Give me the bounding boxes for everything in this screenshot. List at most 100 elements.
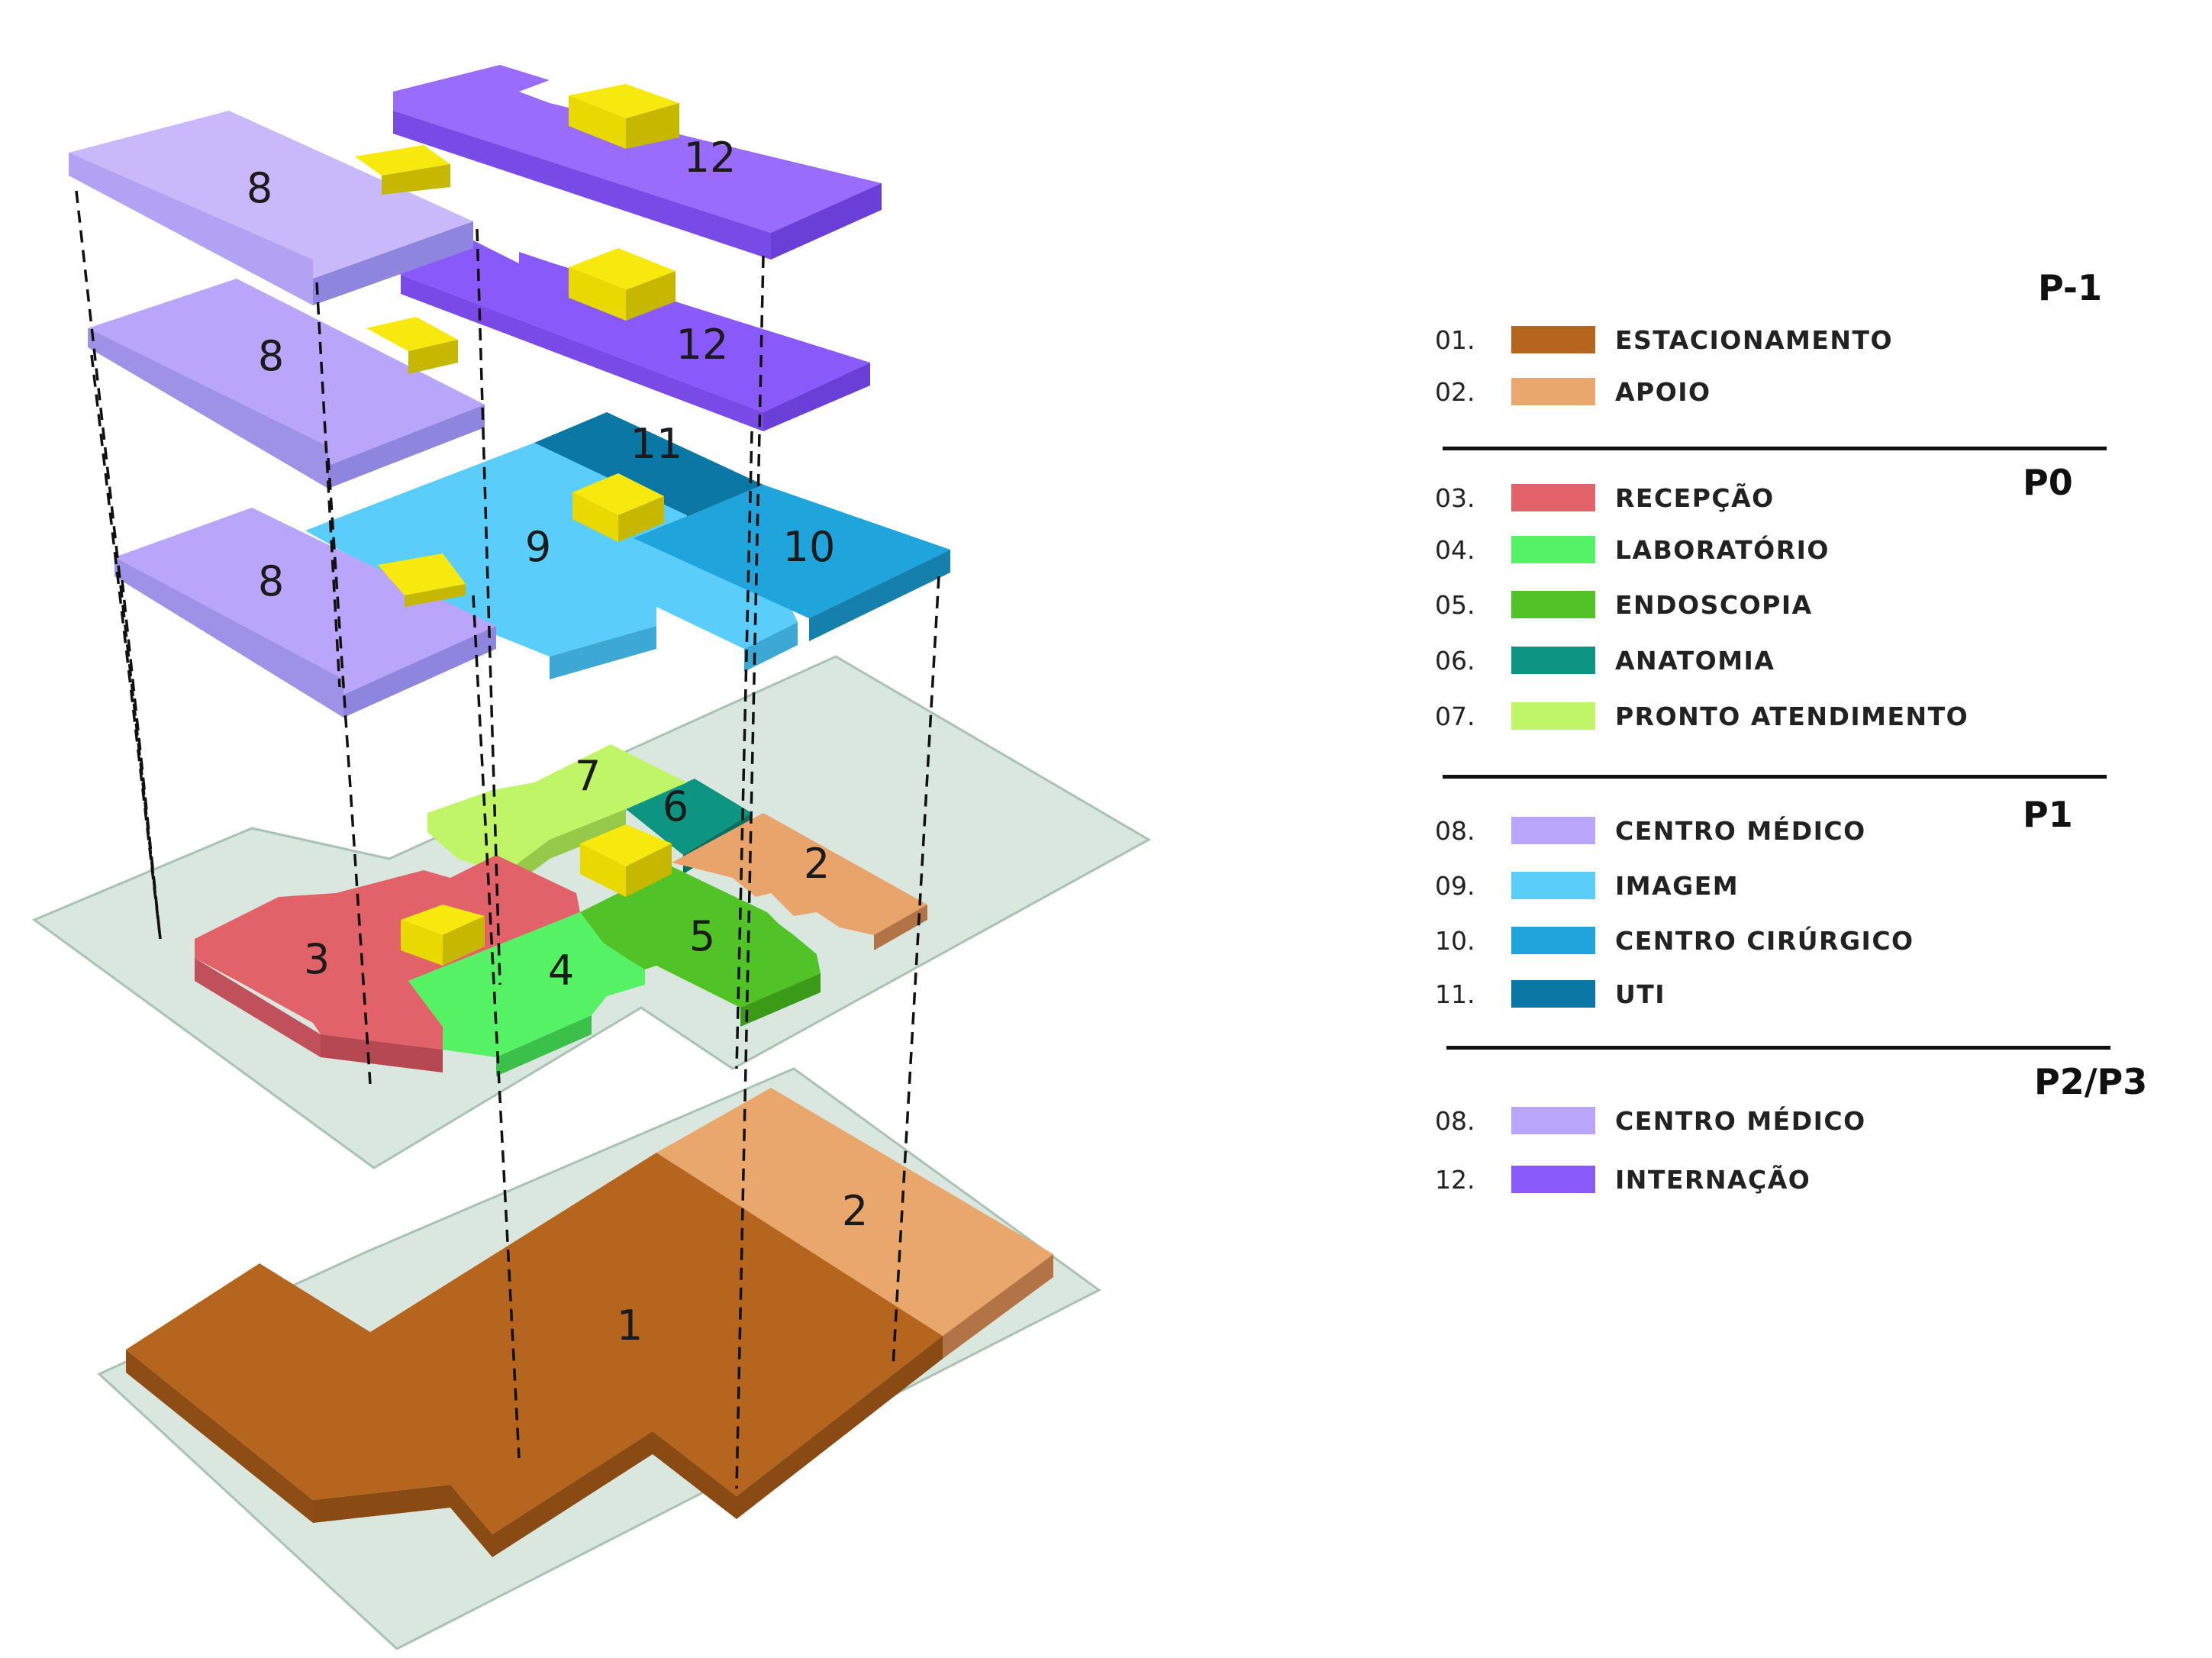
leader-line [90,354,162,940]
legend-label: IMAGEM [1615,870,1740,901]
core-p0-b-front [401,920,443,966]
legend-swatch-anatomia [1511,647,1595,674]
legend-item: 07. PRONTO ATENDIMENTO [1435,701,1969,731]
level-p-1: 1 2 [97,1067,1101,1650]
leader-line [735,255,765,1489]
legend-number: 09. [1435,870,1475,901]
zone-label-5: 5 [689,912,715,960]
leader-line [315,282,341,688]
legend-label: PRONTO ATENDIMENTO [1615,701,1969,731]
legend-level-p1: P1 [2023,794,2073,835]
estacionamento-side [126,1350,313,1523]
zone-label-11: 11 [630,420,683,468]
legend-swatch-centro-medico [1511,1107,1595,1134]
legend-swatch-recepcao [1511,484,1595,511]
internacao-p3-side [771,183,882,260]
leader-line [892,576,940,1367]
legend-swatch-estacionamento [1511,326,1595,353]
endoscopia-zone [580,866,821,1008]
core-p1-b-side [405,584,466,607]
legend-label: CENTRO MÉDICO [1615,815,1866,846]
legend-swatch-apoio [1511,378,1595,405]
legend-number: 06. [1435,645,1475,676]
core-p3-b [569,84,679,118]
legend-number: 12. [1435,1164,1475,1195]
legend-level-p0: P0 [2023,462,2073,503]
legend-divider [1446,1046,2110,1050]
internacao-zone-p3 [393,65,882,233]
recepcao-side [321,1034,443,1073]
internacao-p2-side [763,363,870,431]
core-p1-a-side [618,496,664,542]
apoio-p0-side [874,905,927,950]
centro-medico-p1-side [343,626,496,718]
laboratorio-zone [408,912,645,1057]
zone-label-12-p2: 12 [676,321,729,369]
legend-swatch-centro-medico [1511,817,1595,844]
zone-label-4: 4 [548,947,574,995]
legend-number: 03. [1435,482,1475,513]
imagem-side [550,626,656,679]
legend-item: 08. CENTRO MÉDICO [1435,815,1866,846]
core-p2-b-side [626,271,676,321]
zone-label-6: 6 [663,782,688,831]
legend-swatch-centro-cirurgico [1511,927,1595,954]
recepcao-side-2 [195,958,321,1057]
centro-medico-zone-p2 [88,279,485,466]
legend-divider [1443,447,2107,450]
centro-medico-p2-front [88,328,328,489]
zone-label-2-p-1: 2 [842,1187,868,1235]
legend-label: UTI [1615,979,1666,1009]
zone-label-1: 1 [617,1302,643,1350]
legend-item: 08. CENTRO MÉDICO [1435,1105,1866,1136]
zone-label-9: 9 [525,523,551,571]
legend-item: 12. INTERNAÇÃO [1435,1164,1811,1195]
legend-level-p-1: P-1 [2038,267,2103,308]
imagem-zone-top [305,443,798,656]
legend-swatch-imagem [1511,872,1595,899]
core-p1-a-front [572,492,618,542]
level-p1: 8 9 10 11 [114,412,950,718]
zone-label-8-p3: 8 [247,164,272,212]
core-p2-b-front [569,267,626,321]
zone-label-8-p1: 8 [258,557,284,605]
zone-label-8-p2: 8 [258,332,284,380]
leader-line [472,595,521,1459]
core-p0-a-front [580,844,626,897]
pronto-atendimento-zone [427,744,687,874]
legend-swatch-pronto-atendimento [1511,702,1595,730]
recepcao-zone [195,855,580,1050]
legend-item: 10. CENTRO CIRÚRGICO [1435,925,1914,956]
uti-zone [534,412,763,515]
legend-item: 06. ANATOMIA [1435,645,1775,676]
zone-label-12-p3: 12 [684,134,737,182]
core-p3-b-front [569,95,626,149]
level-p3: 8 12 [69,65,882,305]
centro-medico-zone-p1 [114,508,496,695]
apoio-zone-p0 [672,813,927,935]
legend-swatch-internacao [1511,1166,1595,1193]
apoio-side [943,1254,1053,1359]
core-p3-a [355,145,450,176]
estacionamento-zone [126,1153,943,1534]
endoscopia-side [740,973,821,1027]
zone-label-3: 3 [304,935,330,983]
estacionamento-front [313,1336,943,1557]
legend-label: LABORATÓRIO [1615,534,1830,565]
zone-label-7: 7 [575,752,601,800]
legend-swatch-uti [1511,980,1595,1008]
internacao-zone-p2 [401,237,870,412]
legend-label: ANATOMIA [1615,645,1775,676]
level-p0: 3 4 5 6 7 2 [31,655,1152,1169]
legend-label: CENTRO MÉDICO [1615,1105,1866,1136]
pronto-atendimento-side [504,809,626,893]
legend-number: 08. [1435,1105,1475,1136]
legend-item: 03. RECEPÇÃO [1435,482,1775,513]
centro-medico-zone-p3 [69,111,473,279]
core-p0-a-side [626,844,672,897]
internacao-p2-front [401,275,763,431]
legend-item: 04. LABORATÓRIO [1435,534,1830,565]
zone-label-10: 10 [783,523,836,571]
legend-item: 05. ENDOSCOPIA [1435,589,1813,620]
